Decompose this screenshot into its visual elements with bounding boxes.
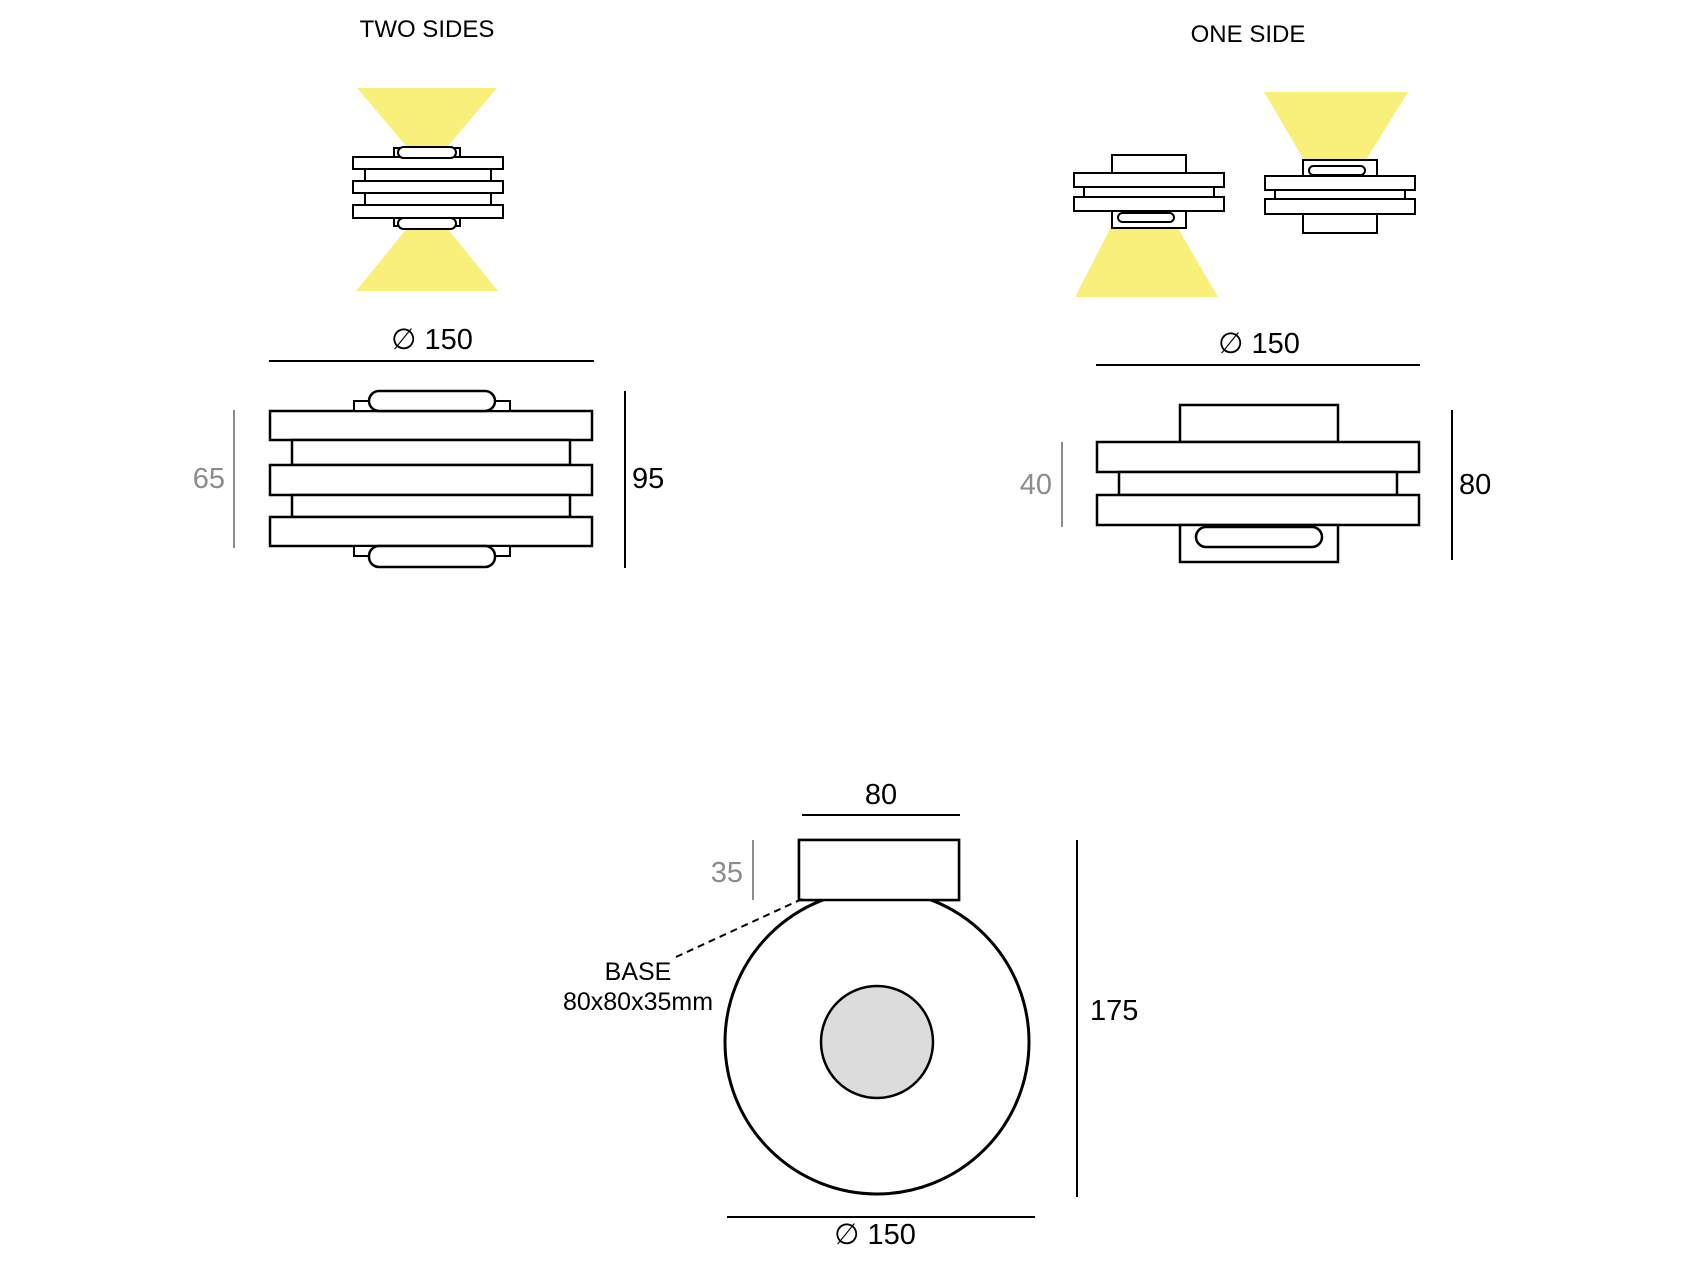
one-side-right-plate-bottom	[1264, 198, 1416, 215]
two-sides-icon-led-top	[397, 146, 457, 159]
two-sides-diameter-label: ∅ 150	[391, 324, 473, 356]
two-sides-ring-2	[290, 493, 572, 519]
two-sides-icon-plate-mid	[352, 180, 504, 194]
one-side-plate-bottom	[1095, 493, 1421, 527]
two-sides-upper-beam	[357, 88, 497, 153]
one-side-right-housing	[1302, 159, 1378, 177]
two-sides-led-bottom	[367, 544, 497, 569]
one-side-ring	[1117, 470, 1399, 497]
base-block-cover	[800, 841, 958, 899]
two-sides-ring-1	[290, 438, 572, 467]
two-sides-inner-height-label: 65	[193, 463, 225, 495]
two-sides-lower-beam	[356, 222, 498, 291]
two-sides-icon-ring-2	[364, 192, 492, 206]
one-side-down-beam	[1075, 225, 1218, 297]
two-sides-plate-mid	[268, 463, 594, 497]
top-view-diameter-label: ∅ 150	[834, 1219, 916, 1251]
two-sides-total-height-label: 95	[632, 463, 664, 495]
base-block-outline	[797, 838, 961, 902]
two-sides-front-view: ∅ 150 65 95	[193, 324, 664, 569]
one-side-led	[1194, 525, 1324, 549]
one-side-total-height-label: 80	[1459, 469, 1491, 501]
two-sides-icon: TWO SIDES	[352, 16, 504, 291]
two-sides-led-top	[367, 389, 497, 413]
base-size-label: 80x80x35mm	[563, 988, 713, 1016]
one-side-left-ring	[1083, 186, 1215, 198]
one-side-left-base	[1111, 154, 1187, 174]
one-side-up-beam	[1264, 92, 1408, 160]
one-side-plate-top	[1095, 440, 1421, 474]
two-sides-icon-plate-bottom	[352, 204, 504, 219]
base-label: BASE	[605, 958, 672, 986]
two-sides-title: TWO SIDES	[360, 16, 495, 43]
one-side-right-ring	[1274, 189, 1406, 200]
total-length-label: 175	[1090, 995, 1138, 1027]
one-side-left-led	[1117, 212, 1175, 223]
one-side-right-base	[1302, 213, 1378, 234]
base-width-label: 80	[865, 779, 897, 811]
one-side-title: ONE SIDE	[1191, 21, 1306, 48]
top-view: 80 35 BASE 80x80x35mm 175 ∅ 150	[563, 779, 1138, 1251]
one-side-right-led	[1308, 165, 1366, 176]
one-side-diameter-label: ∅ 150	[1218, 328, 1300, 360]
base-height-label: 35	[711, 857, 743, 889]
two-sides-plate-bottom	[268, 515, 594, 548]
two-sides-plate-top	[268, 409, 594, 442]
one-side-left-plate-top	[1073, 172, 1225, 188]
one-side-left-plate-bottom	[1073, 196, 1225, 212]
one-side-icons: ONE SIDE	[1073, 21, 1416, 297]
two-sides-icon-ring-1	[364, 168, 492, 182]
one-side-base	[1178, 403, 1340, 444]
one-side-inner-height-label: 40	[1020, 469, 1052, 501]
one-side-right-plate-top	[1264, 175, 1416, 191]
lens-circle	[819, 984, 935, 1100]
two-sides-icon-led-bottom	[397, 217, 457, 230]
one-side-front-view: ∅ 150 40 80	[1020, 328, 1491, 564]
